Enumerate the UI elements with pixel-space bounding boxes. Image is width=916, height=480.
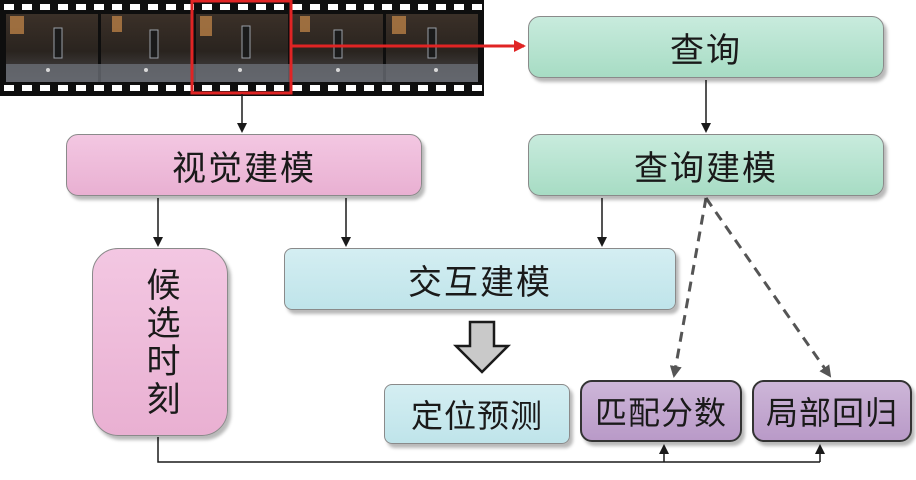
candidate-moments-label: 候选时刻 — [140, 267, 180, 419]
visual-modeling-box: 视觉建模 — [66, 134, 422, 196]
interaction-modeling-label: 交互建模 — [408, 262, 552, 303]
visual-modeling-label: 视觉建模 — [172, 148, 316, 189]
query-box: 查询 — [528, 16, 884, 78]
candidate-moments-box: 候选时刻 — [92, 248, 228, 436]
interaction-to-localize-arrow — [452, 320, 512, 374]
localization-prediction-box: 定位预测 — [384, 384, 570, 444]
query-to-regress-dashed-arrow — [704, 197, 832, 378]
query-to-match-dashed-arrow — [669, 197, 708, 378]
interaction-modeling-box: 交互建模 — [284, 248, 676, 310]
localization-prediction-label: 定位预测 — [410, 397, 543, 435]
video-film-strip — [0, 0, 484, 96]
matching-score-box: 匹配分数 — [580, 380, 742, 442]
query-label: 查询 — [670, 30, 742, 71]
query-modeling-label: 查询建模 — [634, 148, 778, 189]
local-regression-label: 局部回归 — [765, 394, 898, 432]
query-modeling-box: 查询建模 — [528, 134, 884, 196]
matching-score-label: 匹配分数 — [594, 394, 727, 432]
local-regression-box: 局部回归 — [752, 380, 912, 442]
